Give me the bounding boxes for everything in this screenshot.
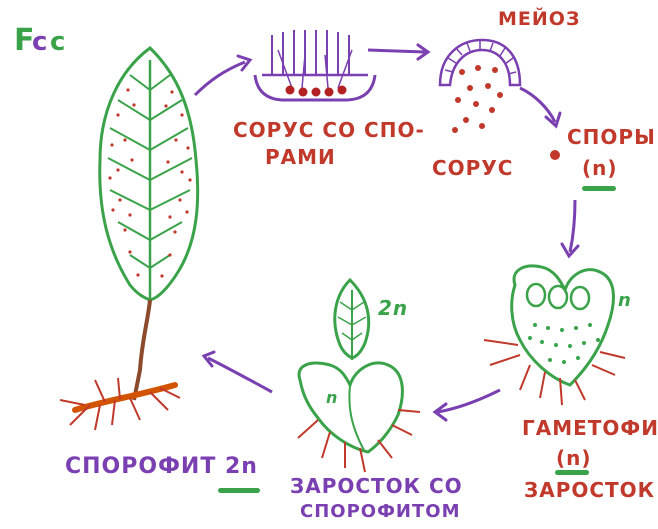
label-spores: СПОРЫ (567, 127, 656, 147)
label-gametophyte: ГАМЕТОФИТ (522, 418, 658, 438)
arrow-sorus-to-meiosis (368, 50, 425, 52)
sporangium-meiosis-illustration (440, 40, 520, 133)
label-prothallus-with-sporophyte-line1: ЗАРОСТОК СО (290, 476, 463, 496)
label-sorus-with-spores-line2: РАМИ (265, 147, 336, 167)
arrow-young-sporophyte-to-sporophyte (208, 358, 272, 392)
spores-ploidy-underline (582, 186, 616, 191)
gametophyte-prothallus-illustration (484, 266, 625, 405)
label-sorus-with-spores-line1: СОРУС СО СПО- (233, 120, 425, 140)
label-gametophyte-n: n (618, 292, 632, 310)
label-gametophyte-ploidy: (n) (556, 448, 592, 468)
sporophyte-leaf-illustration (60, 48, 198, 430)
sorus-with-spores-illustration (255, 30, 375, 100)
label-meiosis: МЕЙОЗ (498, 10, 580, 29)
sporophyte-ploidy-underline (218, 488, 260, 493)
arrow-sporophyte-to-sorus (195, 62, 245, 95)
logo-icon: F c c (14, 23, 65, 58)
arrow-gametophyte-to-young-sporophyte (438, 390, 500, 412)
label-sporophyte: СПОРОФИТ 2n (65, 456, 258, 478)
label-young-leaf-ploidy: 2n (378, 298, 408, 318)
arrow-meiosis-to-spores (520, 88, 555, 122)
label-sorus: СОРУС (432, 158, 513, 178)
label-prothallus-with-sporophyte-line2: СПОРОФИТОМ (300, 503, 460, 521)
label-prothallus-n: n (326, 390, 338, 406)
gametophyte-ploidy-underline (555, 470, 589, 475)
svg-text:c: c (50, 27, 65, 57)
spore-dot (550, 150, 560, 160)
svg-text:c: c (32, 27, 47, 57)
label-prothallus: ЗАРОСТОК (524, 480, 655, 500)
arrow-spores-to-gametophyte (570, 200, 575, 252)
label-spores-ploidy: (n) (582, 158, 618, 178)
